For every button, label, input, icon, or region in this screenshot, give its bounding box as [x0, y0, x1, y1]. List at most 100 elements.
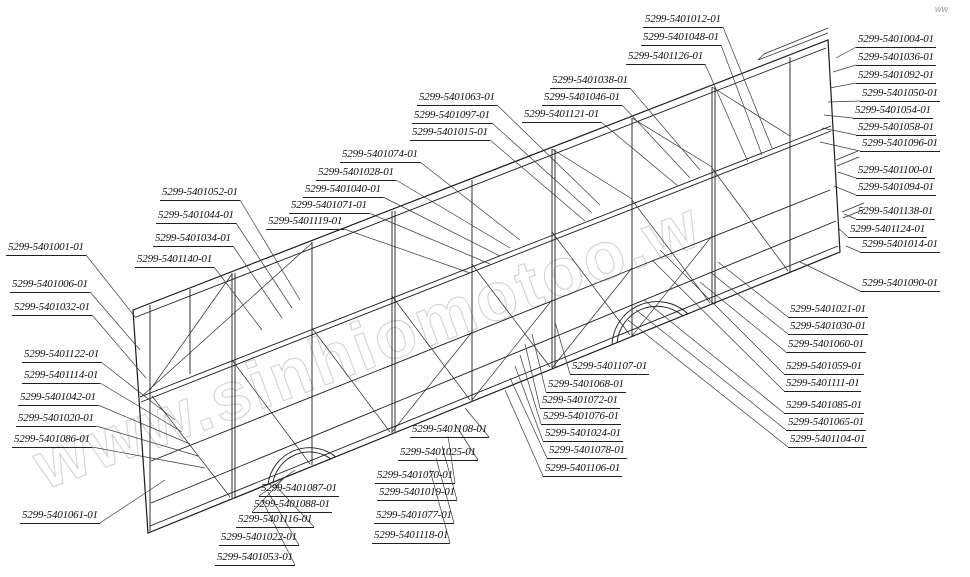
leader-line — [829, 82, 857, 89]
part-label: 5299-5401116-01 — [236, 513, 315, 528]
leader-line — [514, 365, 544, 442]
part-label: 5299-5401053-01 — [215, 551, 295, 566]
leader-line — [519, 354, 542, 425]
part-label: 5299-5401065-01 — [786, 416, 866, 431]
leader-line — [261, 499, 296, 566]
part-label: 5299-5401104-01 — [788, 433, 868, 448]
leader-line — [464, 407, 490, 438]
leader-line — [659, 249, 785, 375]
part-label: 5299-5401085-01 — [784, 399, 864, 414]
leader-line — [833, 185, 857, 196]
leader-line — [823, 114, 854, 119]
part-label: 5299-5401030-01 — [788, 320, 868, 335]
part-label: 5299-5401060-01 — [786, 338, 866, 353]
leader-line — [454, 423, 479, 461]
part-label: 5299-5401111-01 — [784, 377, 862, 392]
leader-line — [554, 321, 571, 375]
leader-line — [258, 469, 296, 497]
leader-line — [89, 291, 141, 351]
leader-line — [621, 104, 691, 179]
leader-line — [235, 222, 293, 309]
part-label: 5299-5401063-01 — [417, 91, 497, 106]
part-label: 5299-5401019-01 — [377, 486, 457, 501]
wheel-arches — [267, 301, 689, 485]
leader-lines — [85, 26, 861, 566]
part-label: 5299-5401038-01 — [550, 74, 630, 89]
part-label: 5299-5401004-01 — [856, 33, 936, 48]
leader-line — [267, 491, 300, 546]
part-label: 5299-5401046-01 — [542, 91, 622, 106]
part-label: 5299-5401119-01 — [266, 215, 345, 230]
part-label: 5299-5401054-01 — [853, 104, 933, 119]
leader-line — [509, 377, 548, 459]
part-label: 5299-5401042-01 — [18, 391, 98, 406]
rear-details — [757, 27, 866, 219]
leader-line — [343, 228, 471, 274]
frame-outline — [132, 39, 841, 534]
leader-line — [835, 46, 857, 59]
leader-line — [524, 343, 541, 409]
part-label: 5299-5401034-01 — [153, 232, 233, 247]
part-label: 5299-5401070-01 — [375, 469, 455, 484]
leader-line — [799, 261, 861, 292]
leader-line — [85, 254, 137, 319]
part-label: 5299-5401092-01 — [856, 69, 936, 84]
leader-line — [232, 245, 283, 319]
leader-line — [395, 179, 511, 249]
part-label: 5299-5401001-01 — [6, 241, 86, 256]
part-label: 5299-5401040-01 — [303, 183, 383, 198]
part-label: 5299-5401087-01 — [259, 482, 339, 497]
part-label: 5299-5401114-01 — [22, 369, 101, 384]
part-label: 5299-5401076-01 — [541, 410, 621, 425]
part-label: 5299-5401006-01 — [10, 278, 90, 293]
leader-line — [251, 476, 286, 513]
leader-line — [643, 299, 785, 414]
leader-line — [491, 122, 593, 214]
leader-line — [699, 281, 787, 353]
part-label: 5299-5401108-01 — [410, 423, 490, 438]
part-label: 5299-5401028-01 — [316, 166, 396, 181]
leader-line — [91, 446, 206, 469]
leader-line — [419, 161, 521, 241]
leader-line — [531, 333, 547, 393]
leader-line — [504, 389, 544, 477]
part-label: 5299-5401015-01 — [410, 126, 490, 141]
part-label: 5299-5401140-01 — [135, 253, 215, 268]
leader-line — [91, 314, 147, 379]
leader-line — [382, 196, 501, 257]
leader-line — [819, 141, 861, 152]
leader-line — [441, 445, 458, 501]
leader-line — [99, 479, 166, 524]
part-label: 5299-5401050-01 — [860, 87, 940, 102]
part-label: 5299-5401122-01 — [22, 348, 102, 363]
leader-line — [496, 104, 601, 206]
part-label: 5299-5401106-01 — [543, 462, 623, 477]
leader-line — [832, 64, 857, 73]
leader-line — [213, 266, 263, 331]
part-label: 5299-5401097-01 — [412, 109, 492, 124]
leader-line — [600, 121, 679, 187]
part-label: 5299-5401138-01 — [856, 205, 936, 220]
frame-posts — [149, 57, 791, 531]
leader-line — [704, 63, 749, 163]
part-label: 5299-5401012-01 — [643, 13, 723, 28]
leader-line — [97, 404, 191, 445]
part-label: 5299-5401090-01 — [860, 277, 940, 292]
leader-line — [429, 469, 451, 544]
leader-line — [722, 26, 773, 149]
leader-line — [837, 227, 849, 238]
leader-line — [489, 139, 586, 222]
part-label: 5299-5401020-01 — [16, 412, 96, 427]
part-label: 5299-5401077-01 — [374, 509, 454, 524]
part-label: 5299-5401072-01 — [540, 394, 620, 409]
part-label: 5299-5401052-01 — [160, 186, 240, 201]
part-label: 5299-5401048-01 — [641, 31, 721, 46]
part-label: 5299-5401118-01 — [372, 529, 451, 544]
leader-line — [720, 44, 763, 156]
leader-line — [239, 199, 301, 301]
leader-line — [821, 127, 857, 136]
part-label: 5299-5401074-01 — [340, 148, 420, 163]
part-label: 5299-5401044-01 — [156, 209, 236, 224]
leader-line — [845, 245, 861, 253]
